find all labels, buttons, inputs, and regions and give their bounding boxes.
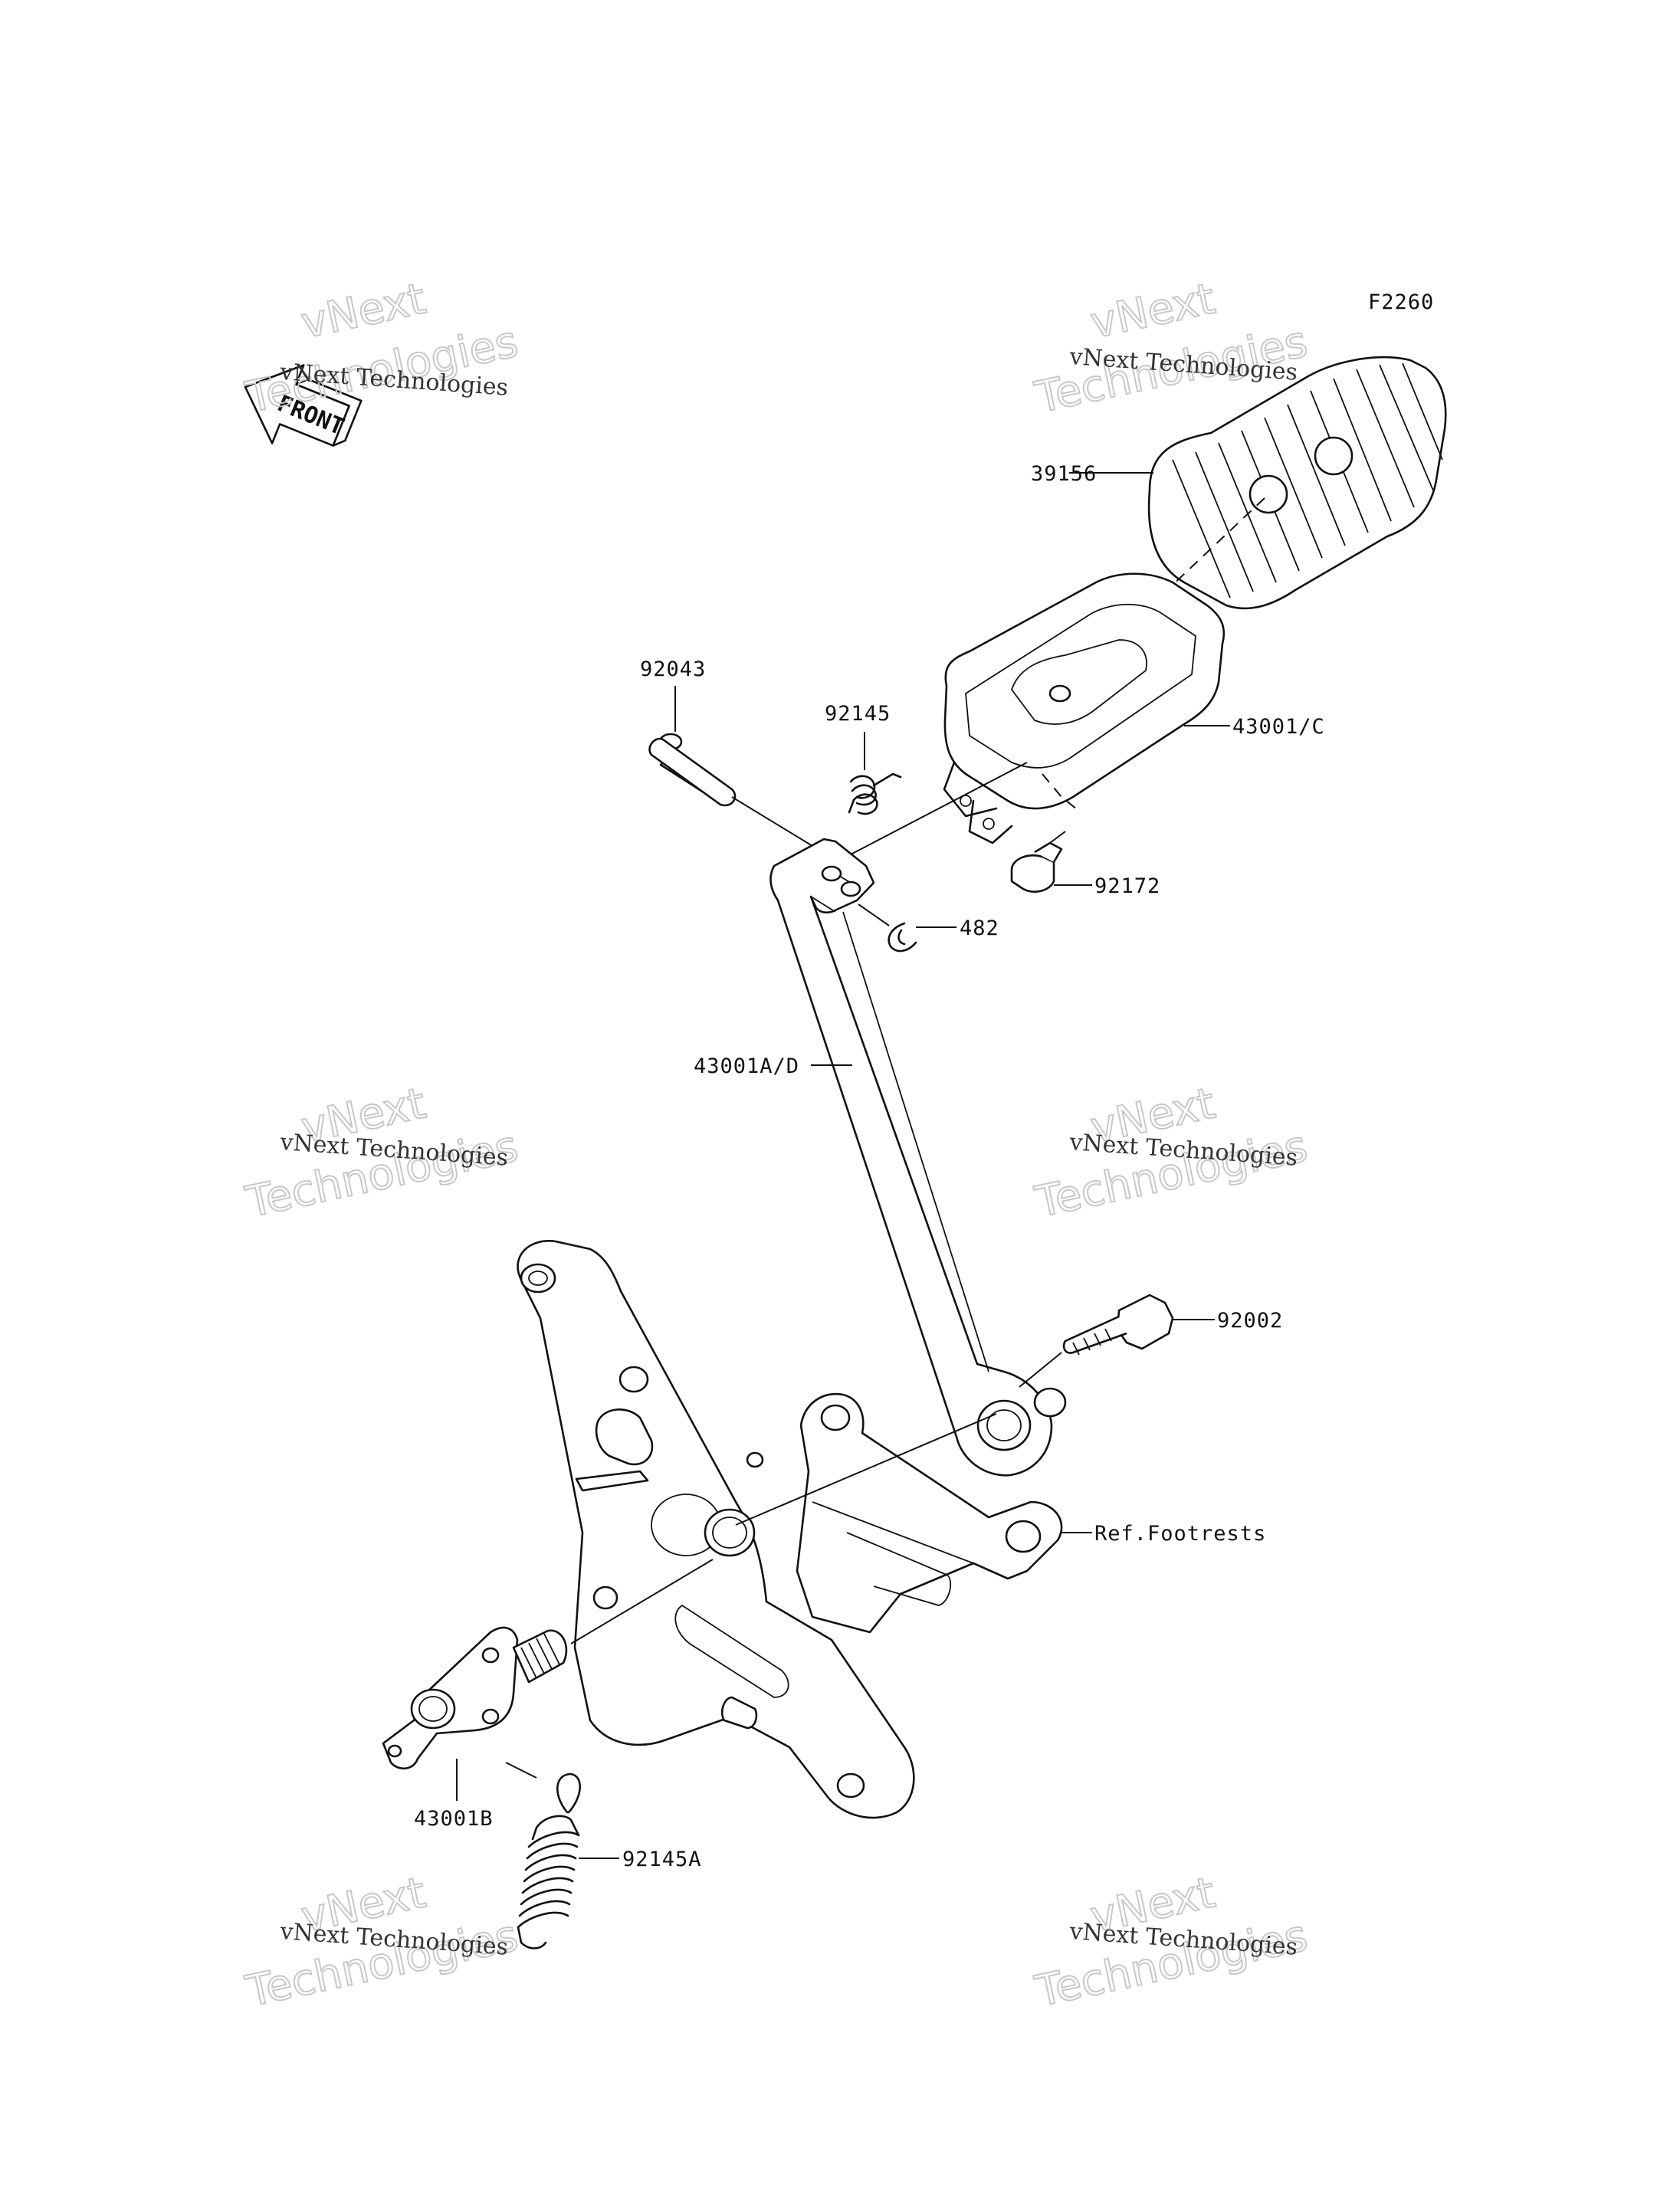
label-92145A: 92145A <box>622 1848 702 1871</box>
label-43001AD: 43001A/D <box>694 1054 799 1078</box>
return-spring-92145A <box>517 1772 581 1949</box>
label-39156: 39156 <box>1031 462 1097 486</box>
bolt-92172 <box>1010 841 1063 893</box>
clip-482 <box>888 922 917 953</box>
align-line-pad <box>1061 497 1265 690</box>
pedal-lever <box>769 838 1067 1477</box>
footrest-bracket <box>517 1240 1063 1819</box>
label-482: 482 <box>960 917 999 940</box>
front-arrow-icon: FRONT <box>244 364 363 447</box>
pedal-pad-rubber <box>1147 356 1447 610</box>
label-92172: 92172 <box>1094 874 1160 898</box>
pedal-holder <box>943 572 1226 844</box>
label-43001C: 43001/C <box>1232 715 1325 739</box>
figure-code: F2260 <box>1368 290 1434 314</box>
pad-stud-2 <box>1314 436 1354 476</box>
align-line-shaft <box>570 1559 714 1644</box>
watermark-top-right: vNext Technologies <box>1030 273 1312 424</box>
align-line-pivot <box>735 1413 997 1526</box>
pad-stud-1 <box>1249 474 1288 514</box>
holder-hole <box>1048 684 1071 703</box>
lever-arm <box>382 1626 568 1769</box>
pin-92043 <box>648 733 737 807</box>
watermark-big-3: vNext <box>1086 274 1219 349</box>
align-line-pin <box>731 796 821 851</box>
label-ref-footrests: Ref.Footrests <box>1094 1522 1266 1546</box>
watermark-big-1: vNext <box>297 274 430 349</box>
label-92043: 92043 <box>640 657 706 681</box>
bolt-92002 <box>1062 1294 1174 1356</box>
label-92145: 92145 <box>825 702 891 726</box>
label-43001B: 43001B <box>414 1807 494 1831</box>
label-92002: 92002 <box>1217 1309 1283 1333</box>
align-line-lever <box>850 762 1028 855</box>
align-line-92172 <box>1042 773 1081 813</box>
torsion-spring-92145 <box>848 772 902 815</box>
